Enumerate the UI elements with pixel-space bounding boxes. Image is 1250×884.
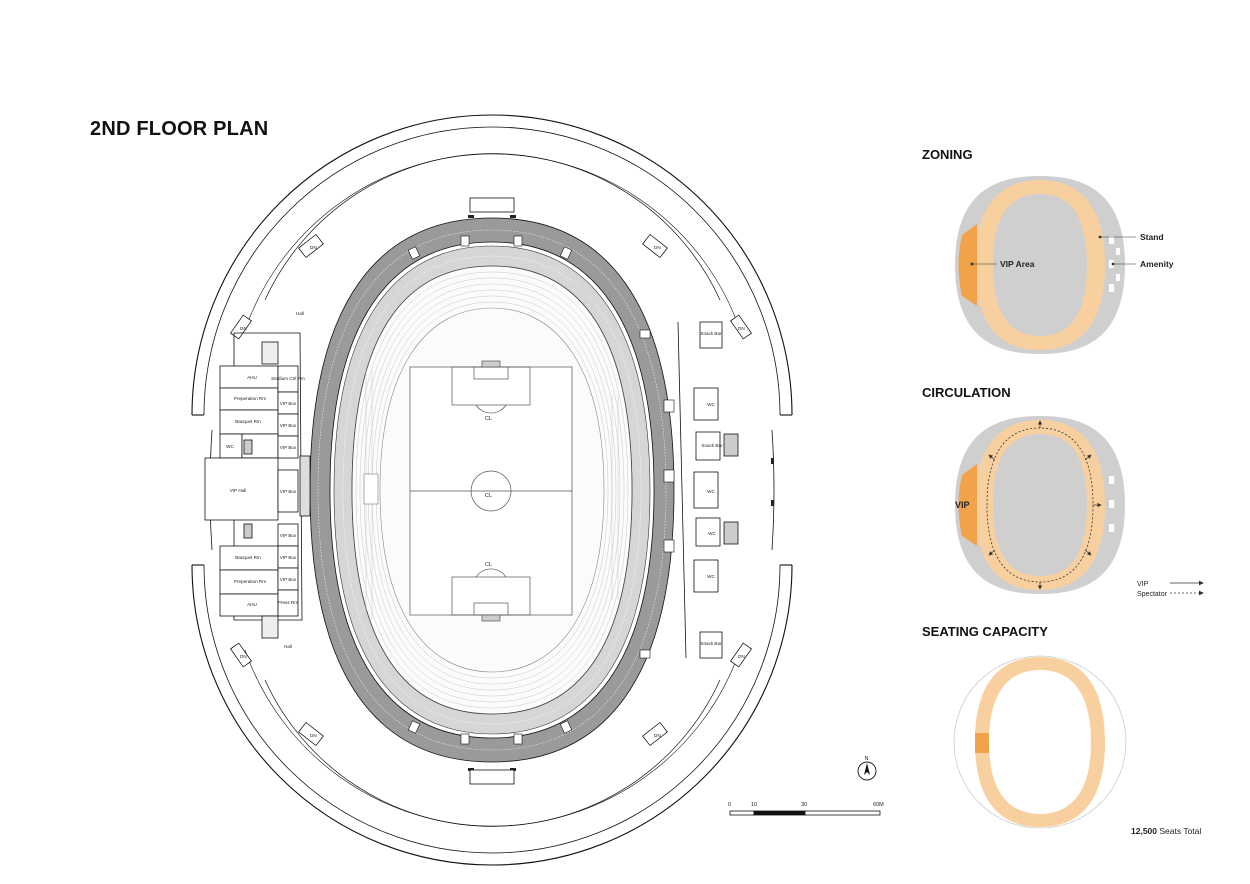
svg-text:Preperation Rm: Preperation Rm	[234, 579, 266, 584]
zoning-diagram: VIP Area Stand Amenity	[955, 176, 1174, 354]
room-banquet-bottom	[219, 545, 279, 571]
stair-labels: DN DN DN DN DN DN DN DN	[240, 245, 745, 738]
svg-text:Snack Bar: Snack Bar	[700, 331, 722, 336]
east-room-labels: Snack Bar WC Snack Bar WC WC WC Snack Ba…	[700, 331, 723, 646]
svg-text:VIP Box: VIP Box	[280, 577, 297, 582]
svg-text:Banquet Rm: Banquet Rm	[235, 555, 261, 560]
svg-text:VIP Box: VIP Box	[280, 489, 297, 494]
zoning-amenity-label: Amenity	[1140, 259, 1174, 269]
scale-tick-60: 60M	[873, 802, 884, 808]
circulation-vip-label: VIP	[955, 500, 970, 510]
zoning-vip-label: VIP Area	[1000, 259, 1035, 269]
west-vip-block	[204, 332, 311, 639]
svg-text:VIP Box: VIP Box	[280, 555, 297, 560]
stadium-floor-plan: DN DN DN DN DN DN DN DN	[191, 114, 793, 866]
svg-text:WC: WC	[707, 489, 715, 494]
svg-text:Press Rm: Press Rm	[278, 600, 298, 605]
zoning-stand-label: Stand	[1140, 232, 1164, 242]
scale-tick-10: 10	[751, 802, 757, 808]
svg-text:VIP Box: VIP Box	[280, 533, 297, 538]
circulation-title: CIRCULATION	[922, 385, 1011, 400]
svg-text:Banquet Rm: Banquet Rm	[235, 419, 261, 424]
svg-text:DN: DN	[654, 733, 661, 738]
svg-text:Hall: Hall	[296, 311, 304, 316]
zoning-title: ZONING	[922, 147, 973, 162]
svg-text:DN: DN	[310, 245, 317, 250]
centerline-labels: CL CL CL	[485, 416, 492, 568]
upper-stand	[309, 217, 675, 763]
svg-text:DN: DN	[738, 654, 745, 659]
circulation-diagram: VIP VIP Spectator	[955, 416, 1204, 598]
seating-capacity-diagram: 12,500 Seats Total	[953, 655, 1201, 836]
seating-boundary	[953, 655, 1127, 829]
seating-capacity-title: SEATING CAPACITY	[922, 624, 1048, 639]
north-arrow-icon	[864, 763, 870, 775]
circulation-arrows	[988, 420, 1102, 590]
scale-bar: 0 10 30 60M	[728, 802, 884, 816]
room-prep-bottom	[219, 569, 279, 595]
centerline-label-center: CL	[485, 493, 492, 499]
svg-text:VIP Hall: VIP Hall	[230, 488, 247, 493]
zoning-amenity-cells	[1109, 236, 1120, 292]
svg-text:Preperation Rm: Preperation Rm	[234, 396, 266, 401]
west-room-labels: Hall AHU Stadium Ctrl Rm Preperation Rm …	[226, 311, 305, 649]
svg-text:Snack Bar: Snack Bar	[700, 641, 722, 646]
seating-vip-section	[975, 733, 989, 753]
centerline-label-north: CL	[485, 416, 492, 422]
scale-tick-0: 0	[728, 802, 731, 808]
svg-text:WC: WC	[226, 444, 234, 449]
legend-vip-label: VIP	[1137, 581, 1149, 588]
svg-text:WC: WC	[707, 402, 715, 407]
drawing-title: 2ND FLOOR PLAN	[90, 118, 269, 140]
svg-text:DN: DN	[738, 326, 745, 331]
upper-stand-seating	[309, 217, 675, 763]
svg-text:DN: DN	[240, 326, 247, 331]
north-label: N	[865, 756, 869, 762]
seating-total-suffix: Seats Total	[1159, 826, 1201, 836]
seating-total: 12,500 Seats Total	[1131, 826, 1201, 836]
circulation-vip-area	[958, 464, 977, 546]
scale-tick-30: 30	[801, 802, 807, 808]
east-amenity-block	[677, 321, 739, 659]
zoning-vip-area	[958, 224, 977, 306]
seating-total-number: 12,500	[1131, 826, 1157, 836]
svg-text:VIP Box: VIP Box	[280, 401, 297, 406]
svg-text:DN: DN	[240, 654, 247, 659]
svg-text:VIP Box: VIP Box	[280, 423, 297, 428]
svg-text:Stadium Ctrl Rm: Stadium Ctrl Rm	[271, 376, 305, 381]
football-pitch	[409, 360, 573, 622]
outer-ring-structure	[191, 114, 793, 866]
room-vip-hall	[204, 457, 279, 521]
svg-text:DN: DN	[654, 245, 661, 250]
svg-text:DN: DN	[310, 733, 317, 738]
centerline-label-south: CL	[485, 562, 492, 568]
north-arrow: N	[857, 756, 877, 781]
legend-spectator-label: Spectator	[1137, 591, 1168, 598]
svg-text:WC: WC	[707, 574, 715, 579]
svg-text:VIP Box: VIP Box	[280, 445, 297, 450]
svg-text:AHU: AHU	[247, 602, 257, 607]
svg-text:Snack Bar: Snack Bar	[701, 443, 723, 448]
svg-text:Hall: Hall	[284, 644, 292, 649]
svg-text:AHU: AHU	[247, 375, 257, 380]
vomitories	[407, 235, 675, 745]
svg-text:WC: WC	[708, 531, 716, 536]
